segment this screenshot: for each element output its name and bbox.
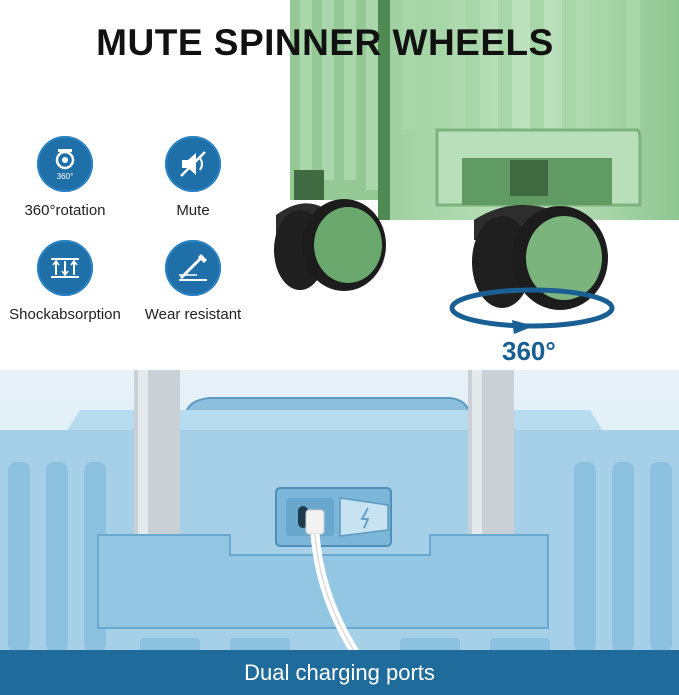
feature-360-rotation: 360° 360°rotation [0, 136, 130, 219]
feature-shock-absorption: Shockabsorption [0, 240, 130, 323]
badge-text: 360° [57, 172, 74, 181]
wheels-panel: MUTE SPINNER WHEELS 360° 360°rotation Mu… [0, 0, 679, 366]
charging-panel: Dual charging ports [0, 370, 679, 695]
feature-label: 360°rotation [24, 202, 106, 219]
wear-resistant-icon [165, 240, 221, 296]
blue-suitcase-illustration [0, 370, 679, 663]
speaker-muted-icon [165, 136, 221, 192]
feature-wear-resistant: Wear resistant [128, 240, 258, 323]
swivel-caster-icon: 360° [37, 136, 93, 192]
headline: MUTE SPINNER WHEELS [96, 22, 554, 63]
shock-absorption-icon [37, 240, 93, 296]
caption-bar: Dual charging ports [0, 650, 679, 695]
rotation-label: 360° [502, 336, 556, 366]
feature-label: Mute [176, 202, 210, 219]
feature-mute: Mute [128, 136, 258, 219]
feature-label: Wear resistant [144, 306, 242, 323]
feature-label: Shockabsorption [9, 306, 121, 323]
caption-text: Dual charging ports [244, 659, 435, 685]
green-suitcase-illustration [274, 0, 679, 334]
